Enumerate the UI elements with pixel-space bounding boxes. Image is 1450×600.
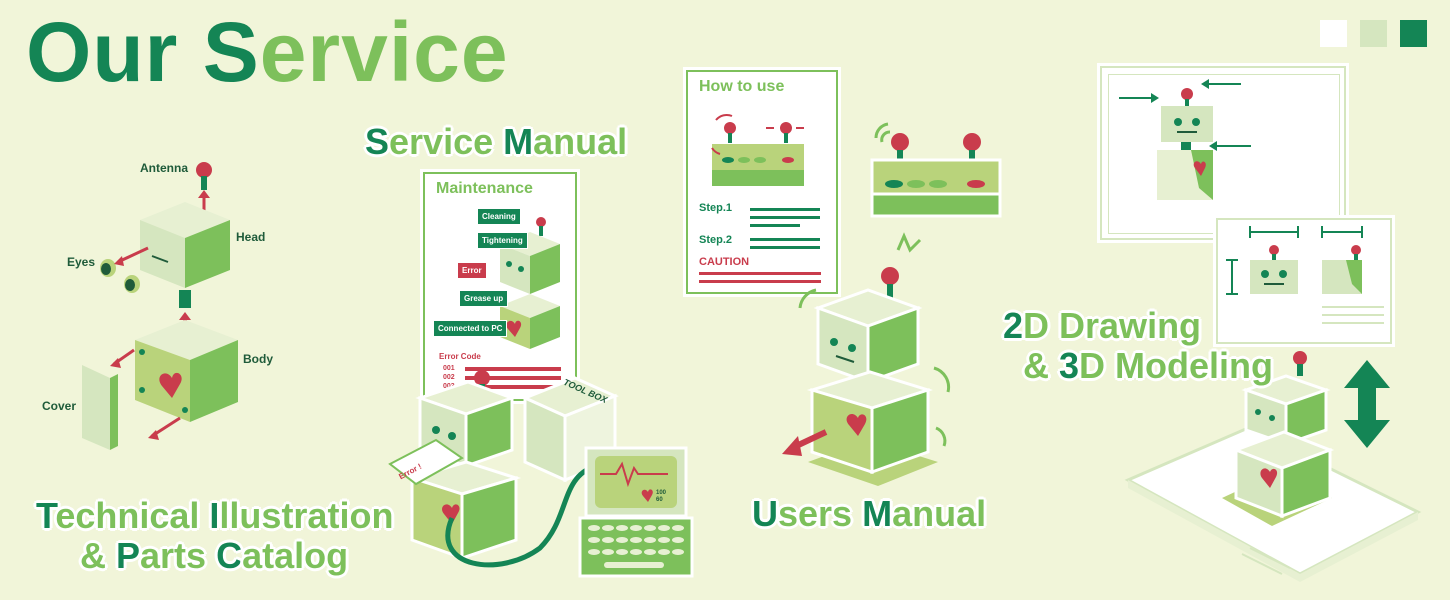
3d-model-illustration <box>1124 351 1422 582</box>
maintenance-robot-figure <box>500 217 560 349</box>
users-title-line1: Users Manual <box>752 494 986 534</box>
drawing-sheet-back <box>1216 218 1392 344</box>
up-down-arrow-icon <box>1344 360 1390 448</box>
error-code-label: Error Code <box>439 352 481 361</box>
title-segment: T <box>36 495 56 536</box>
error-code-list: 001 002 003 <box>443 364 455 391</box>
title-segment: atalog <box>242 534 349 576</box>
title-segment: M <box>862 493 893 534</box>
error-code-003: 003 <box>443 383 455 390</box>
service-scene-illustration <box>388 370 694 578</box>
error-code-001: 001 <box>443 365 455 372</box>
title-segment: sers <box>778 493 863 534</box>
technical-title-line1: Technical Illustration <box>36 496 393 536</box>
controller-standalone <box>870 122 1002 218</box>
tag-grease-up: Grease up <box>459 290 509 307</box>
title-segment: D Drawing <box>1023 305 1202 346</box>
swatch-dark <box>1400 20 1427 47</box>
title-segment: P <box>116 534 141 576</box>
drawing-modeling-title: 2D Drawing & 3D Modeling <box>1003 306 1273 385</box>
title-segment: ervice <box>389 121 504 162</box>
title-segment: M <box>503 121 534 162</box>
users-robot-illustration <box>782 232 951 486</box>
monitor-readout: 100 60 <box>656 490 666 504</box>
maintenance-doc-title: Maintenance <box>436 180 533 197</box>
title-word-our: Our <box>26 5 179 99</box>
monitor-value-bottom: 60 <box>656 497 663 503</box>
how-to-use-document: How to use Step.1 Step.2 CAUTION <box>686 70 838 294</box>
drawing-title-line1: 2D Drawing <box>1003 306 1273 346</box>
dimension-drawing <box>1226 226 1363 295</box>
label-body: Body <box>243 352 273 366</box>
title-segment: arts <box>140 534 217 576</box>
title-segment: echnical <box>55 495 210 536</box>
tag-tightening: Tightening <box>477 232 528 249</box>
caution-label: CAUTION <box>699 256 750 268</box>
technical-illustration-title: Technical Illustration & Parts Catalog <box>36 496 393 575</box>
tag-cleaning: Cleaning <box>477 208 521 225</box>
controller-diagram <box>711 113 804 186</box>
antenna-ball <box>196 162 212 178</box>
step1-label: Step.1 <box>699 202 733 214</box>
title-segment: llustration <box>219 495 394 536</box>
label-antenna: Antenna <box>140 161 188 175</box>
title-segment: C <box>216 534 243 576</box>
technical-title-line2: & Parts Catalog <box>36 534 393 576</box>
service-title-line1: Service Manual <box>365 122 627 162</box>
front-view-drawing <box>1119 79 1251 200</box>
title-segment: anual <box>533 121 628 162</box>
maintenance-document: Maintenance Cleaning Tightening Error Gr… <box>423 172 577 401</box>
drawing-sheet-front <box>1100 66 1346 240</box>
swatch-white <box>1320 20 1347 47</box>
label-head: Head <box>236 230 266 244</box>
how-to-use-title: How to use <box>699 78 785 95</box>
label-eyes: Eyes <box>67 255 96 269</box>
tag-error: Error <box>457 262 487 279</box>
label-cover: Cover <box>42 399 77 413</box>
title-segment: S <box>365 121 390 162</box>
title-segment: 3 <box>1059 344 1080 386</box>
title-segment: 2 <box>1003 305 1024 346</box>
swatch-pale <box>1360 20 1387 47</box>
title-segment: U <box>752 493 778 534</box>
error-code-002: 002 <box>443 374 455 381</box>
exploded-robot-illustration <box>82 162 238 450</box>
title-initial-s: S <box>202 5 260 99</box>
monitor-value-top: 100 <box>656 490 667 496</box>
title-segment: anual <box>892 493 987 534</box>
title-segment: & <box>80 534 116 576</box>
drawing-title-line2: & 3D Modeling <box>1003 344 1274 386</box>
title-segment: & <box>1023 344 1059 386</box>
title-segment: I <box>209 495 220 536</box>
service-manual-title: Service Manual <box>365 122 627 162</box>
title-rest-ervice: ervice <box>259 5 509 99</box>
page-title: Our Service <box>26 6 509 98</box>
title-segment: D Modeling <box>1079 344 1274 386</box>
users-manual-title: Users Manual <box>752 494 986 534</box>
step2-label: Step.2 <box>699 234 733 246</box>
tag-connected-to-pc: Connected to PC <box>433 320 508 337</box>
